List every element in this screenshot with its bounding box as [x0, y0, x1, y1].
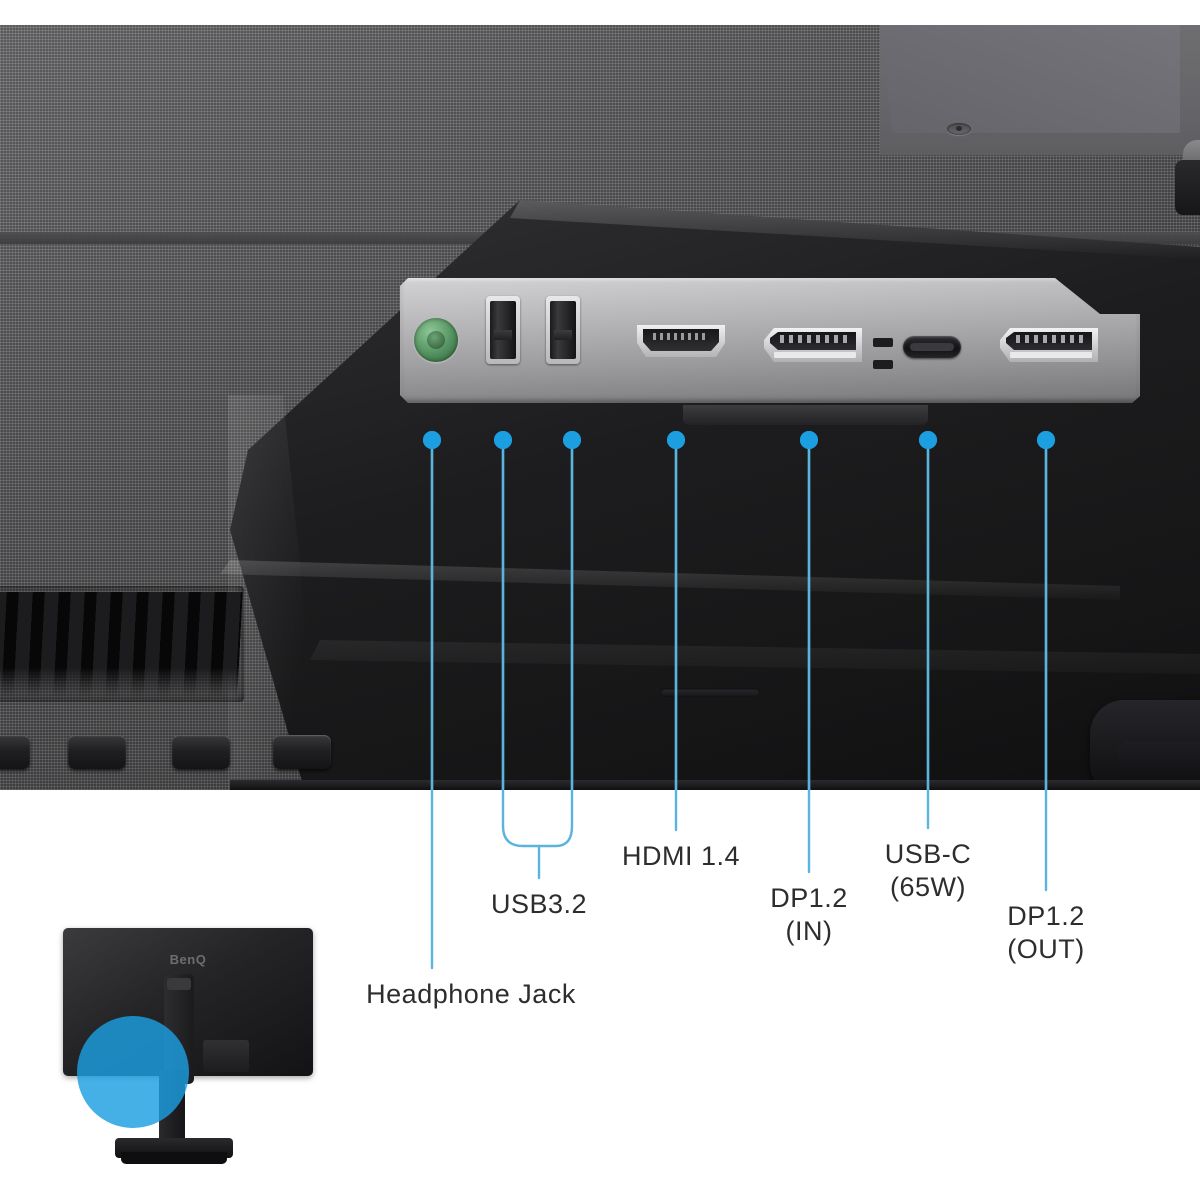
displayport-out-port[interactable]	[1000, 328, 1098, 362]
callout-dot-dp-in-fg[interactable]	[800, 431, 818, 449]
stand-knuckle-shadow	[1175, 160, 1200, 215]
callout-label-dp-out-fg: DP1.2 (OUT)	[1007, 901, 1085, 964]
osd-button-1[interactable]	[0, 735, 30, 769]
osd-button-2[interactable]	[68, 735, 126, 769]
callout-dot-hdmi-fg[interactable]	[667, 431, 685, 449]
thumbnail-vesa-plate-fg	[203, 1040, 249, 1072]
callout-label-usb32-fg: USB3.2	[490, 889, 588, 919]
usb-a-port-2[interactable]	[546, 296, 580, 364]
callout-label-usb-c-fg: USB-C (65W)	[884, 839, 972, 902]
callout-label-dp-in-fg: DP1.2 (IN)	[770, 883, 848, 946]
io-plate-notch	[683, 405, 928, 425]
usb-c-marker-bottom	[873, 360, 893, 369]
thumbnail-hinge-top-fg	[167, 978, 191, 990]
ventilation-slots	[0, 592, 243, 700]
callout-label-hdmi-fg: HDMI 1.4	[621, 841, 741, 871]
callout-dot-usb32-b-fg[interactable]	[563, 431, 581, 449]
usb-a-port-1[interactable]	[486, 296, 520, 364]
benq-logo-fg: BenQ	[169, 952, 207, 967]
dp-out-lip	[1010, 352, 1092, 358]
cable-management-slot	[660, 688, 760, 697]
headphone-jack-port[interactable]	[414, 318, 458, 362]
hdmi-port[interactable]	[637, 325, 725, 357]
thumbnail-highlight-circle-fg	[77, 1016, 189, 1128]
osd-button-3[interactable]	[172, 735, 230, 769]
displayport-in-port[interactable]	[764, 328, 862, 362]
callout-dot-dp-out-fg[interactable]	[1037, 431, 1055, 449]
callout-dot-headphone-jack-fg[interactable]	[423, 431, 441, 449]
callout-dot-usb32-a-fg[interactable]	[494, 431, 512, 449]
dp-in-lip	[774, 352, 856, 358]
callout-dot-usb-c-fg[interactable]	[919, 431, 937, 449]
screw-icon	[947, 123, 971, 135]
top-margin	[0, 0, 1200, 25]
callout-label-headphone-jack-fg: Headphone Jack	[366, 979, 576, 1009]
thumbnail-stand-base-lower-fg	[121, 1152, 227, 1164]
usb-c-marker-top	[873, 338, 893, 347]
usb-c-port[interactable]	[903, 336, 961, 358]
monitor-thumbnail-fg: BenQ	[55, 920, 323, 1182]
background-inset-panel-highlight	[880, 25, 1180, 133]
osd-button-4[interactable]	[273, 735, 331, 769]
monitor-bottom-edge	[230, 780, 1200, 792]
